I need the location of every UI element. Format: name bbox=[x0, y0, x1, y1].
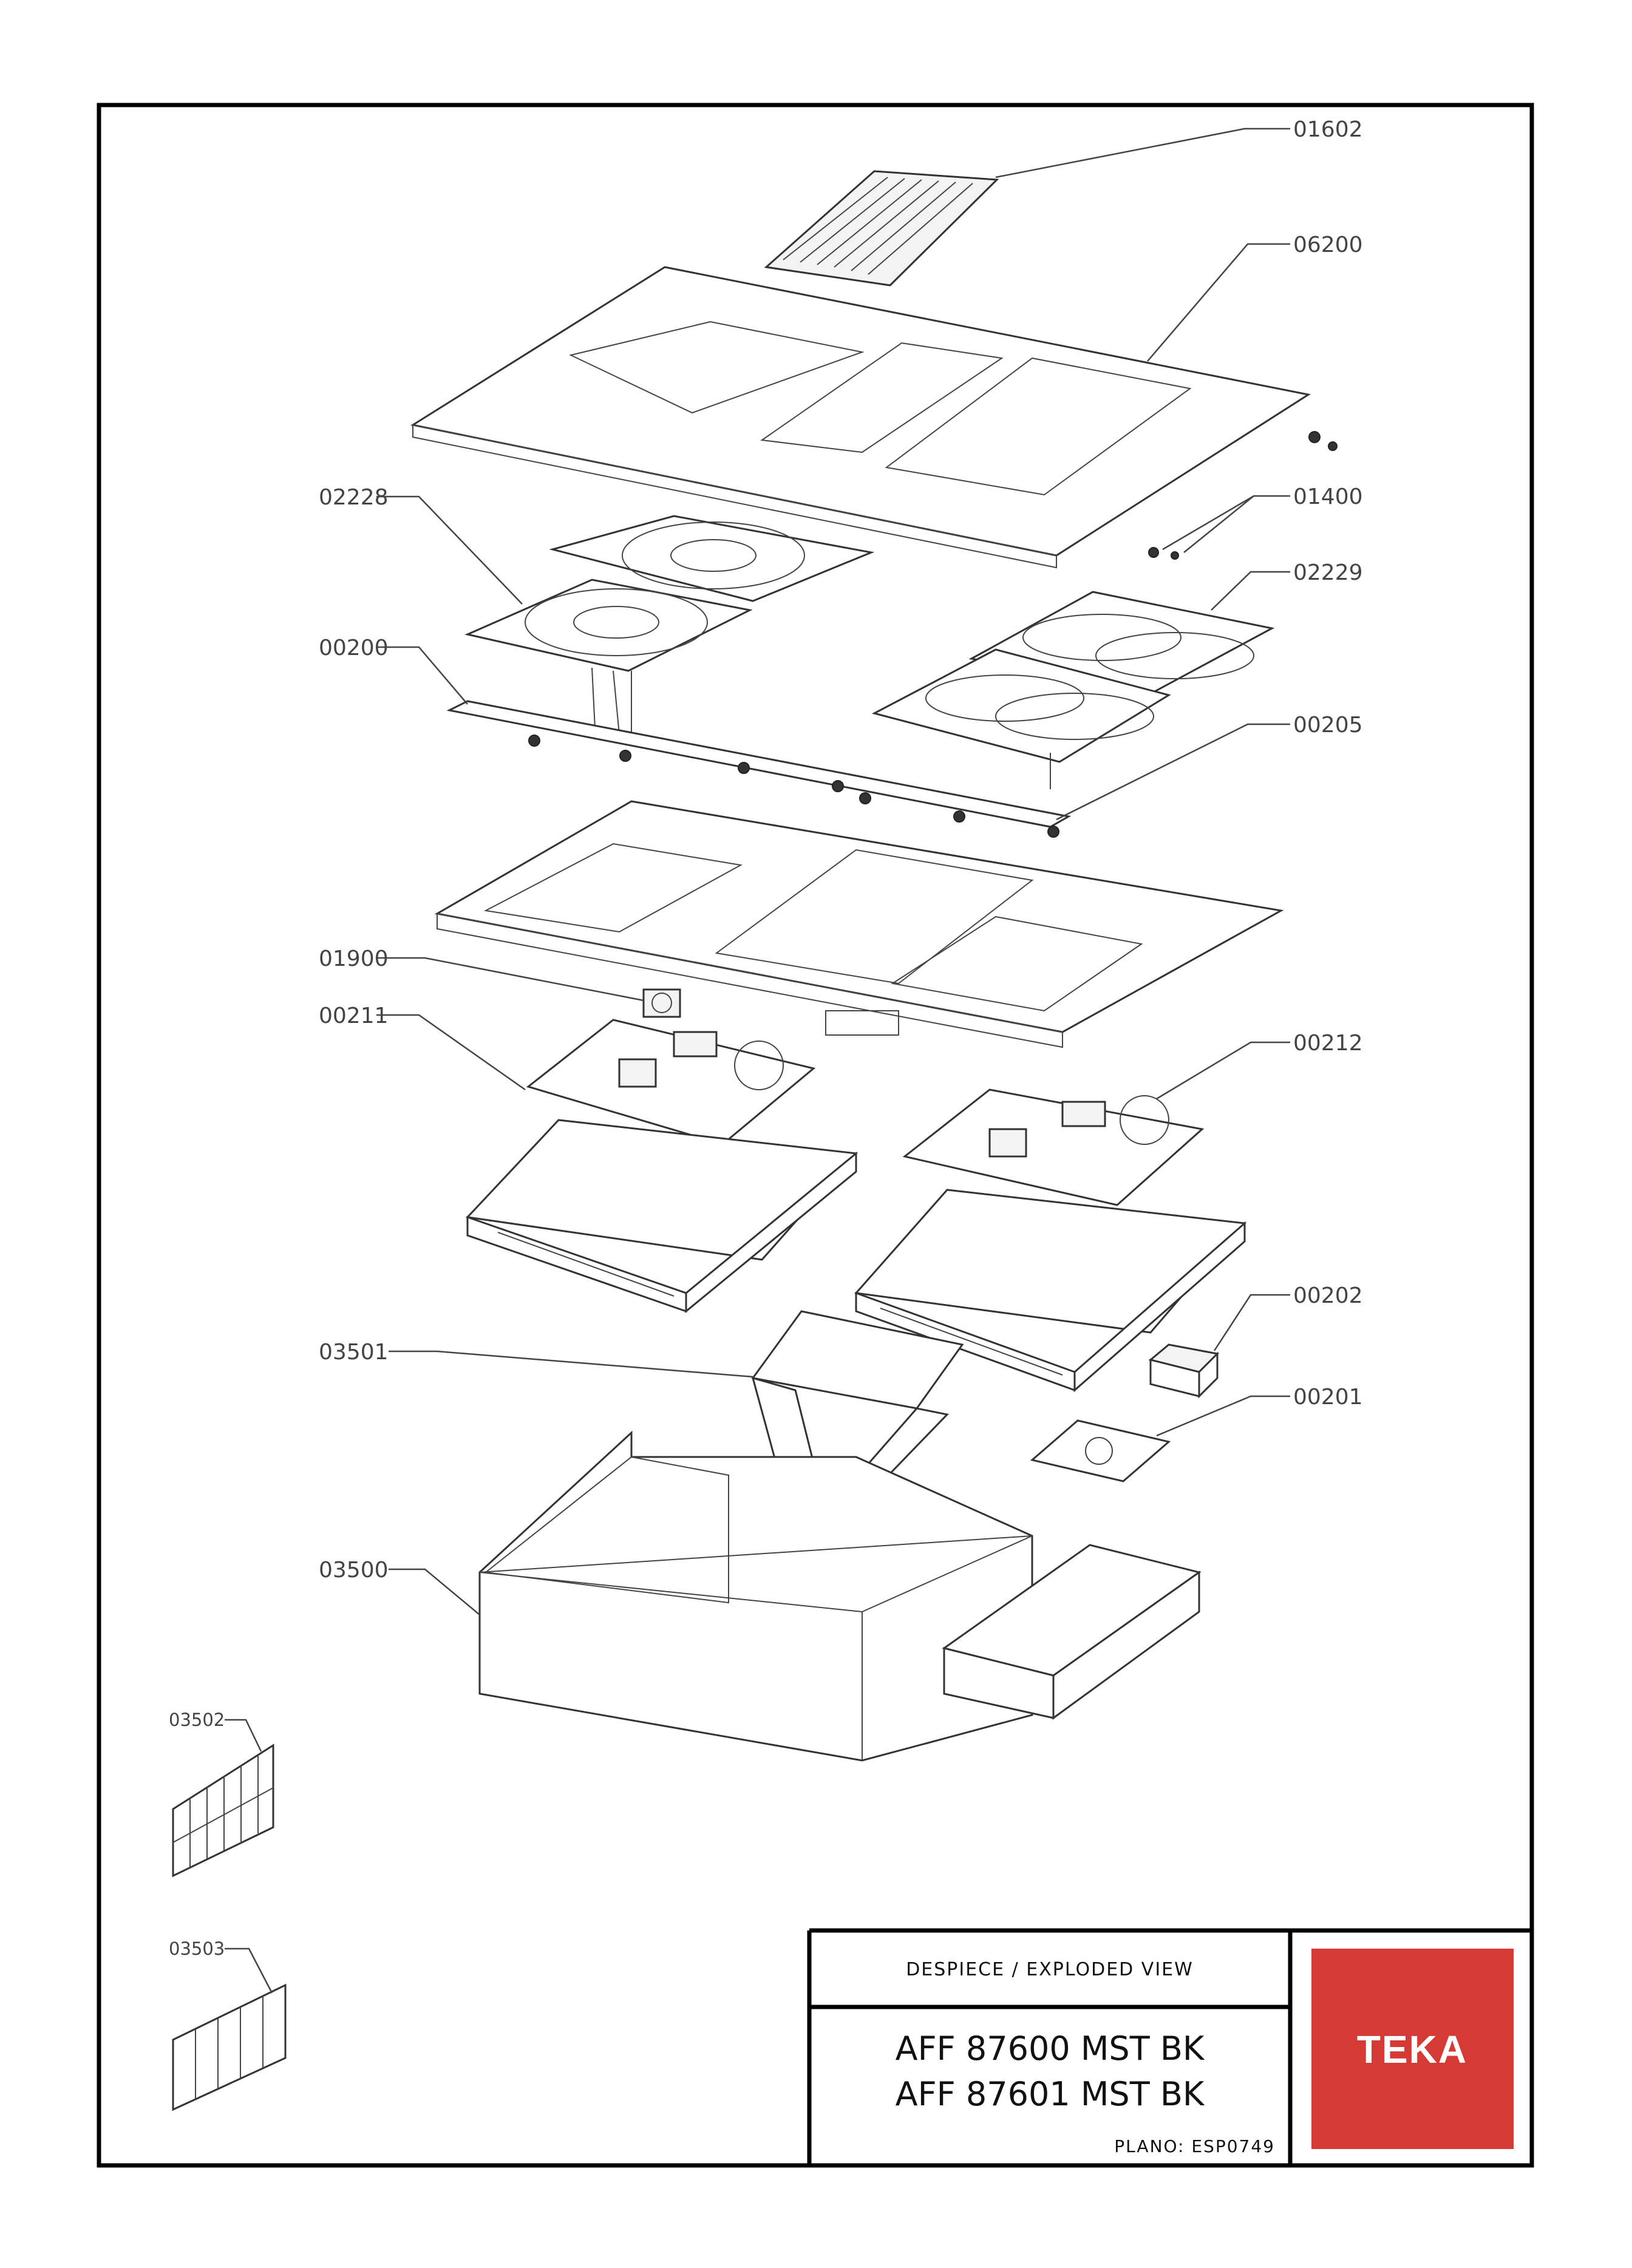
callouts: 01602 06200 02228 01400 02229 00200 0020… bbox=[169, 117, 1363, 1994]
sheet-frame bbox=[97, 103, 1534, 2168]
part-label-01900: 01900 bbox=[319, 946, 389, 971]
teka-logo-text: TEKA bbox=[1357, 2028, 1467, 2071]
part-label-01400: 01400 bbox=[1293, 484, 1363, 509]
left-power-board-part bbox=[526, 1019, 816, 1146]
teka-logo bbox=[1311, 1949, 1514, 2149]
screws-part bbox=[1148, 431, 1338, 560]
part-label-03503: 03503 bbox=[169, 1938, 225, 1959]
part-label-02229: 02229 bbox=[1293, 560, 1363, 585]
part-label-03500: 03500 bbox=[319, 1558, 389, 1583]
drawing-title: DESPIECE / EXPLODED VIEW bbox=[906, 1959, 1194, 1980]
right-power-board-part bbox=[902, 1088, 1205, 1206]
callout-03501: 03501 bbox=[319, 1340, 753, 1378]
model-line-1: AFF 87600 MST BK bbox=[896, 2029, 1205, 2068]
fan-part bbox=[642, 988, 681, 1018]
callout-00200: 00200 bbox=[319, 636, 468, 705]
part-label-03501: 03501 bbox=[319, 1340, 389, 1365]
callout-00202: 00202 bbox=[1213, 1283, 1363, 1351]
callout-02228: 02228 bbox=[319, 485, 523, 605]
part-label-00211: 00211 bbox=[319, 1003, 389, 1028]
model-line-2: AFF 87601 MST BK bbox=[896, 2075, 1205, 2113]
title-block: DESPIECE / EXPLODED VIEW AFF 87600 MST B… bbox=[807, 1928, 1532, 2165]
part-label-00200: 00200 bbox=[319, 636, 389, 660]
filter-a-part bbox=[172, 1743, 274, 1878]
callout-00211: 00211 bbox=[319, 1003, 526, 1091]
right-coils-part bbox=[871, 591, 1275, 789]
callout-01602: 01602 bbox=[995, 117, 1363, 178]
callout-00201: 00201 bbox=[1156, 1385, 1363, 1437]
drawer-part bbox=[942, 1544, 1202, 1720]
housing-part bbox=[478, 1430, 1033, 1762]
left-tray-part bbox=[465, 1119, 858, 1314]
part-label-03502: 03502 bbox=[169, 1709, 225, 1730]
glass-top-part bbox=[410, 266, 1311, 569]
callout-03500: 03500 bbox=[319, 1558, 480, 1615]
callout-06200: 06200 bbox=[1147, 233, 1363, 362]
part-label-00202: 00202 bbox=[1293, 1283, 1363, 1308]
part-label-02228: 02228 bbox=[319, 485, 389, 510]
filter-b-part bbox=[172, 1983, 287, 2111]
control-strip-part bbox=[446, 700, 1072, 838]
part-label-00201: 00201 bbox=[1293, 1385, 1363, 1410]
callout-01400: 01400 bbox=[1162, 484, 1363, 553]
plano-number: PLANO: ESP0749 bbox=[1114, 2136, 1275, 2156]
left-coils-part bbox=[464, 515, 875, 738]
callout-02229: 02229 bbox=[1211, 560, 1363, 611]
part-label-00205: 00205 bbox=[1293, 713, 1363, 738]
callout-00205: 00205 bbox=[1056, 713, 1363, 821]
part-label-00212: 00212 bbox=[1293, 1031, 1363, 1056]
filter-box-part bbox=[1148, 1343, 1220, 1399]
support-frame-part bbox=[434, 800, 1284, 1048]
small-board-part bbox=[1030, 1419, 1171, 1482]
right-tray-part bbox=[854, 1189, 1246, 1393]
callout-03502: 03502 bbox=[169, 1709, 262, 1752]
callout-01900: 01900 bbox=[319, 946, 644, 1002]
part-label-01602: 01602 bbox=[1293, 117, 1363, 142]
callout-00212: 00212 bbox=[1156, 1031, 1363, 1100]
grille-part bbox=[764, 170, 999, 287]
callout-03503: 03503 bbox=[169, 1938, 273, 1994]
part-label-06200: 06200 bbox=[1293, 233, 1363, 257]
